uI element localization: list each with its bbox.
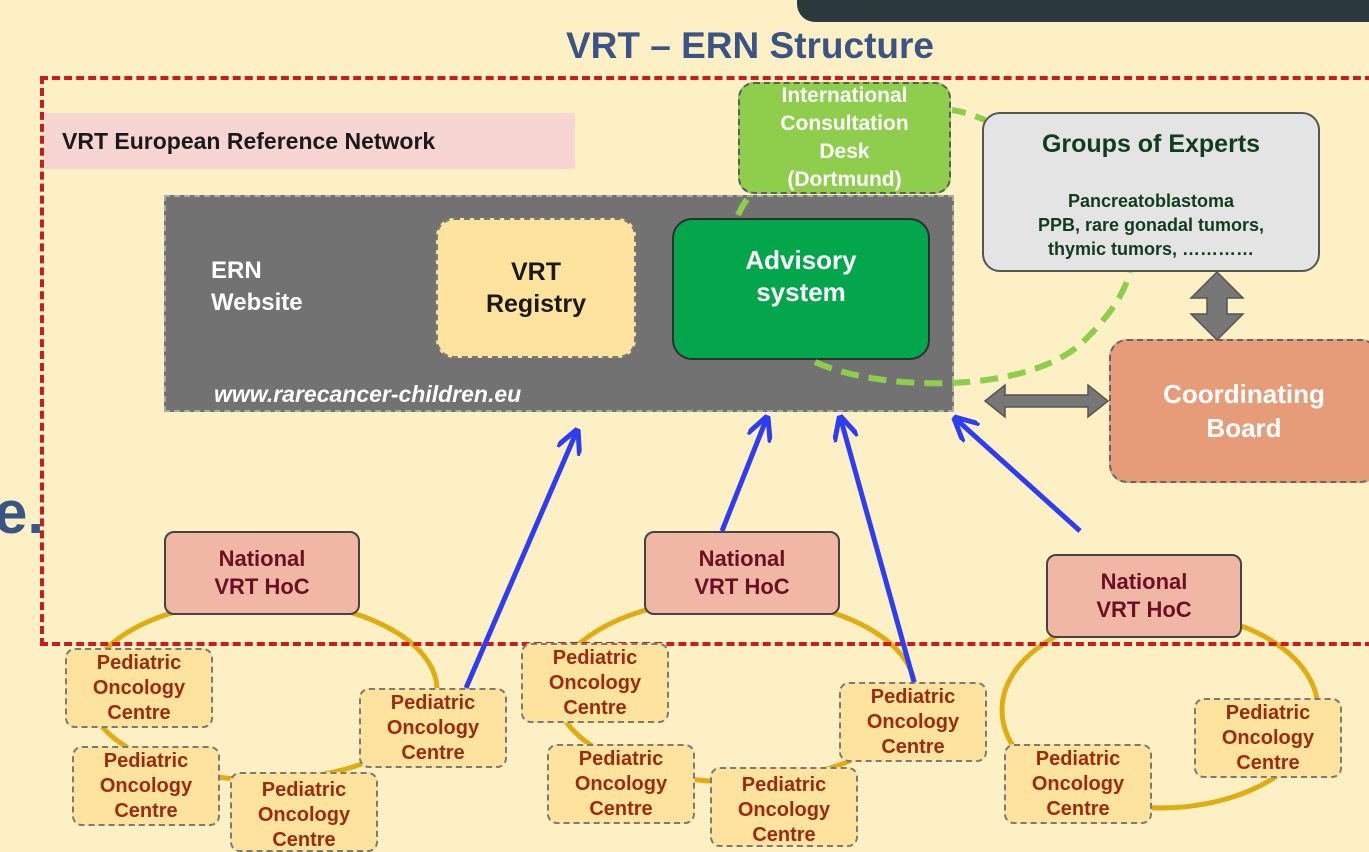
national-hoc-left: National VRT HoC <box>164 531 360 615</box>
oncology-centre: Pediatric Oncology Centre <box>710 767 858 847</box>
oncology-centre: Pediatric Oncology Centre <box>359 688 507 768</box>
left-edge-text-fragment: e. <box>0 479 45 546</box>
groups-of-experts-title: Groups of Experts <box>1041 130 1261 158</box>
vrt-registry-box: VRT Registry <box>436 218 636 358</box>
national-hoc-middle: National VRT HoC <box>644 531 840 615</box>
oncology-centre: Pediatric Oncology Centre <box>1004 744 1152 824</box>
experts-board-double-arrow <box>1189 270 1245 342</box>
oncology-centre: Pediatric Oncology Centre <box>839 682 987 762</box>
groups-of-experts-list: Pancreatoblastoma PPB, rare gonadal tumo… <box>1037 191 1265 259</box>
oncology-centre: Pediatric Oncology Centre <box>1194 698 1342 778</box>
groups-of-experts-box <box>982 112 1320 272</box>
corner-photo <box>797 0 1369 22</box>
website-board-double-arrow <box>983 383 1110 419</box>
arrow-centre-to-advisory <box>841 420 917 683</box>
advisory-experts-curve <box>813 271 1133 387</box>
desk-experts-curve <box>951 107 987 123</box>
international-consultation-desk: International Consultation Desk (Dortmun… <box>738 82 951 194</box>
website-url[interactable]: www.rarecancer-children.eu <box>214 381 522 407</box>
diagram-title: VRT – ERN Structure <box>565 25 934 66</box>
network-label: VRT European Reference Network <box>44 113 575 169</box>
arrow-hoc-to-advisory <box>719 420 766 532</box>
oncology-centre: Pediatric Oncology Centre <box>547 744 695 824</box>
ern-website-label: ERN Website <box>211 257 303 316</box>
advisory-system-box: Advisory system <box>672 218 930 360</box>
oncology-centre: Pediatric Oncology Centre <box>521 643 669 723</box>
coordinating-board-box: Coordinating Board <box>1109 339 1369 483</box>
ern-network-boundary <box>40 76 1369 646</box>
arrow-hoc-to-website <box>957 420 1082 533</box>
oncology-centre: Pediatric Oncology Centre <box>72 746 220 826</box>
oncology-centre: Pediatric Oncology Centre <box>65 648 213 728</box>
arrow-centre-to-registry <box>463 433 576 689</box>
national-hoc-right: National VRT HoC <box>1046 554 1242 638</box>
